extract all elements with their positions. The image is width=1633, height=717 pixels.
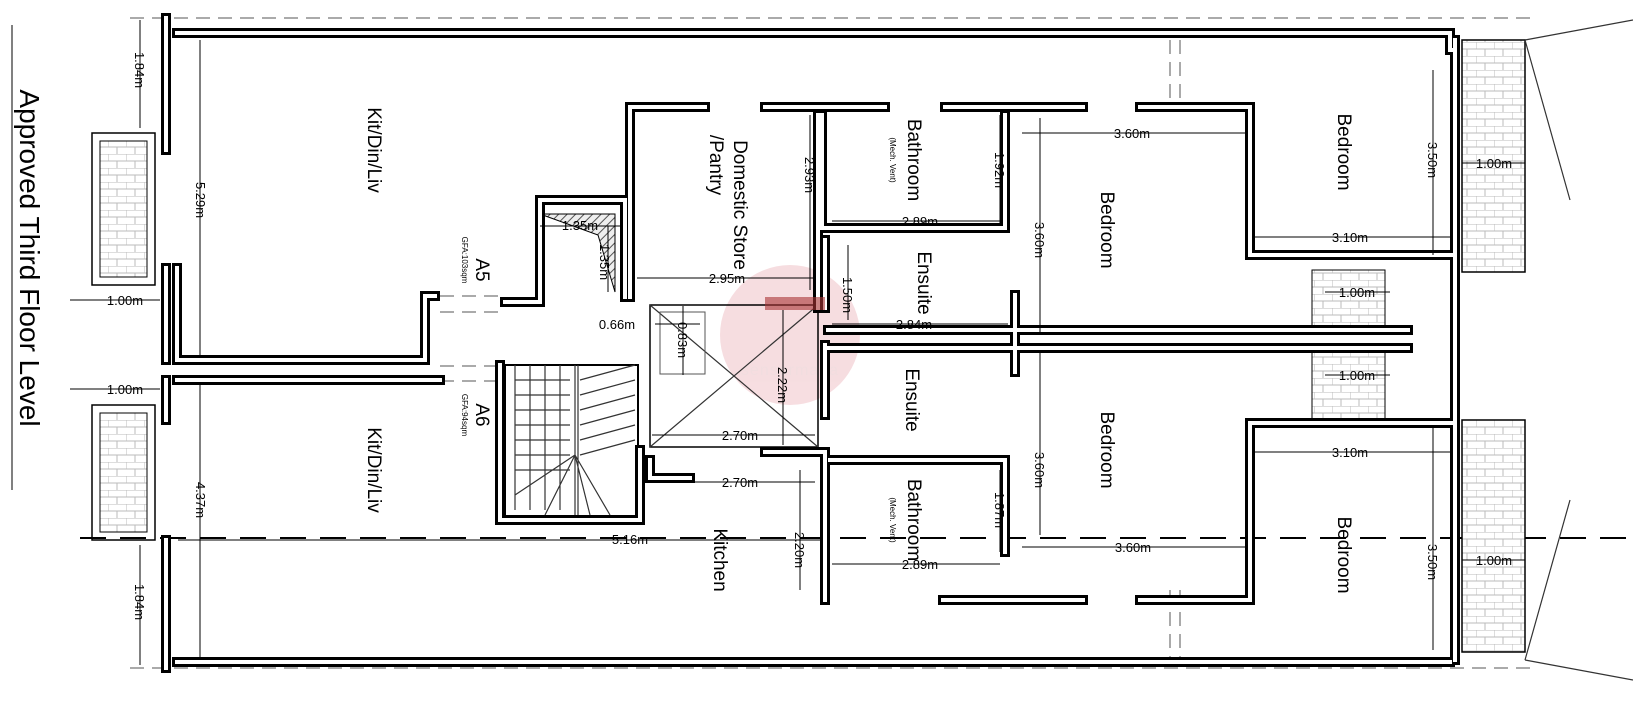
room-label-kit-din-liv-a6: Kit/Din/Liv	[363, 427, 384, 513]
staircase	[504, 364, 639, 521]
bathroom-note-lower: (Mech. Vent)	[888, 497, 897, 543]
dim-label: 2.95m	[709, 271, 745, 286]
unit-label-a5: A5	[471, 258, 492, 281]
dim-label: 0.66m	[599, 317, 635, 332]
walls	[161, 13, 1460, 673]
dim-label: 1.35m	[597, 244, 612, 280]
room-label-ensuite-lower: Ensuite	[901, 368, 922, 431]
party-wall-dash	[1169, 40, 1181, 660]
lightwell-lower	[1311, 351, 1386, 421]
room-label-domestic-store: Domestic Store	[729, 140, 750, 270]
unit-gfa-a6: GFA:94sqm	[460, 394, 469, 437]
dim-label: 1.84m	[132, 584, 147, 620]
lift-shaft	[649, 304, 819, 448]
dim-label: 1.50m	[840, 277, 855, 313]
dimension-lines	[70, 20, 1525, 665]
balcony-right-lower	[1461, 419, 1526, 653]
unit-gfa-a5: GFA:103sqm	[460, 237, 469, 284]
dimension-labels: 1.84m 1.84m 1.00m 1.00m 5.29m 4.37m 1.35…	[107, 52, 1512, 620]
lightwell-upper	[1311, 269, 1386, 333]
dim-label: 3.60m	[1114, 126, 1150, 141]
dim-label: 1.00m	[1476, 553, 1512, 568]
balcony-left-lower	[91, 404, 156, 541]
dim-label: 4.37m	[193, 482, 208, 518]
room-label-kitchen: Kitchen	[709, 528, 730, 591]
dim-label: 1.00m	[1339, 285, 1375, 300]
room-label-pantry: /Pantry	[705, 135, 726, 196]
dim-label: 2.93m	[802, 157, 817, 193]
dim-label: 1.00m	[107, 293, 143, 308]
dim-label: 0.83m	[675, 322, 690, 358]
unit-boundary	[440, 295, 500, 382]
room-label-bathroom-lower: Bathroom	[903, 479, 924, 561]
dim-label: 1.35m	[562, 218, 598, 233]
dim-label: 3.10m	[1332, 445, 1368, 460]
dim-label: 3.50m	[1425, 544, 1440, 580]
bathroom-note-upper: (Mech. Vent)	[888, 137, 897, 183]
dim-label: 1.84m	[132, 52, 147, 88]
dim-label: 3.60m	[1032, 222, 1047, 258]
dim-label: 3.60m	[1032, 452, 1047, 488]
room-label-bathroom-upper: Bathroom	[903, 119, 924, 201]
plan-title: Approved Third Floor Level	[14, 89, 45, 426]
dim-label: 2.22m	[775, 367, 790, 403]
room-label-bedroom-mid-upper: Bedroom	[1096, 191, 1117, 268]
room-label-bedroom-right-lower: Bedroom	[1333, 516, 1354, 593]
dim-label: 2.84m	[896, 317, 932, 332]
dim-label: 1.87m	[992, 492, 1007, 528]
balcony-left-upper	[91, 132, 156, 286]
unit-label-a6: A6	[471, 403, 492, 426]
service-shaft	[539, 213, 616, 293]
dim-label: 1.00m	[107, 382, 143, 397]
dim-label: 1.00m	[1476, 156, 1512, 171]
balcony-right-upper	[1461, 39, 1526, 273]
dim-label: 2.20m	[792, 532, 807, 568]
dim-label: 2.70m	[722, 428, 758, 443]
dim-label: 1.92m	[992, 152, 1007, 188]
dim-label: 2.70m	[722, 475, 758, 490]
room-label-kit-din-liv-a5: Kit/Din/Liv	[363, 107, 384, 193]
dim-label: 5.16m	[612, 532, 648, 547]
dim-label: 5.29m	[193, 182, 208, 218]
room-label-bedroom-right-upper: Bedroom	[1333, 113, 1354, 190]
boundary-line	[130, 17, 1530, 669]
dim-label: 3.50m	[1425, 142, 1440, 178]
room-label-bedroom-mid-lower: Bedroom	[1096, 411, 1117, 488]
dim-label: 3.60m	[1115, 540, 1151, 555]
dim-label: 1.00m	[1339, 368, 1375, 383]
dim-label: 3.10m	[1332, 230, 1368, 245]
dim-label: 2.89m	[902, 557, 938, 572]
room-label-ensuite-upper: Ensuite	[913, 251, 934, 314]
svg-text:sensarmalta: sensarmalta	[741, 362, 839, 379]
dim-label: 2.89m	[902, 214, 938, 229]
boundary-angle	[1524, 19, 1633, 681]
